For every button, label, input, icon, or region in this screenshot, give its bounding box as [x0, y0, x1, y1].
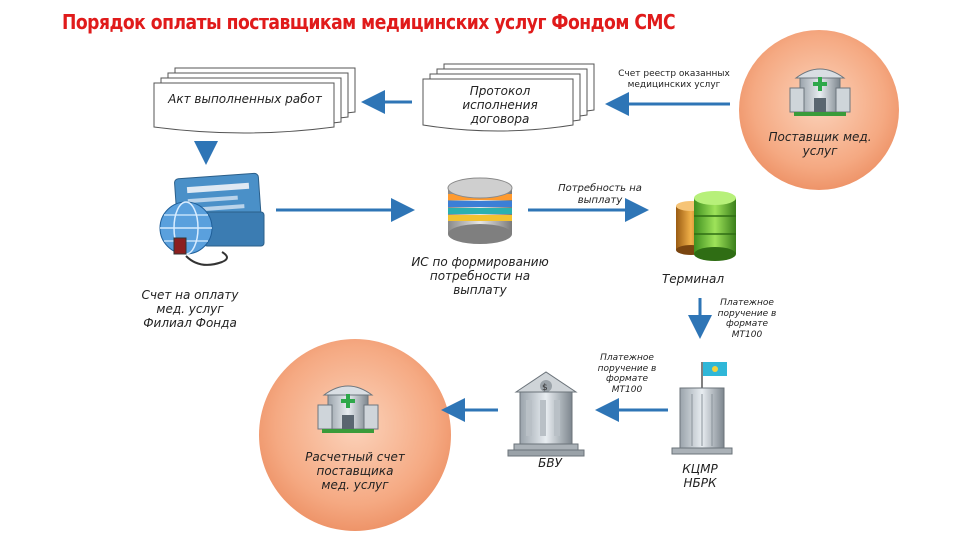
branch-invoice-line: Филиал Фонда — [143, 316, 237, 331]
is-system-line: выплату — [453, 283, 507, 298]
registry-line: медицинских услуг — [627, 79, 721, 90]
act-document-label: Акт выполненных работ — [168, 92, 322, 106]
settlement-account-label: Расчетный счет поставщика мед. услуг — [275, 450, 435, 492]
settlement-line: поставщика — [316, 464, 394, 479]
payment-order-2-label: Платежное поручение в формате МТ100 — [582, 353, 672, 395]
page-title: Порядок оплаты поставщикам медицинских у… — [62, 10, 676, 34]
card-globe-icon — [159, 172, 265, 266]
kcmr-line: НБРК — [683, 476, 717, 491]
bvu-label: БВУ — [538, 456, 562, 470]
kcmr-line: КЦМР — [682, 462, 718, 476]
terminal-servers-icon — [676, 191, 736, 261]
protocol-line: Протокол — [469, 84, 531, 98]
supplier-line: Поставщик мед. — [768, 130, 872, 144]
tower-building-flag-icon — [671, 362, 733, 455]
protocol-document-stack — [422, 63, 595, 132]
terminal-label: Терминал — [661, 272, 725, 286]
supplier-label: Поставщик мед. услуг — [750, 130, 890, 158]
payment-order-line: поручение в — [597, 363, 657, 374]
branch-invoice-label: Счет на оплату мед. услуг Филиал Фонда — [105, 288, 275, 330]
payment-order-line: МТ100 — [731, 329, 763, 340]
payment-order-line: формате — [606, 374, 648, 385]
supplier-line: услуг — [802, 144, 838, 159]
act-document-stack — [153, 67, 356, 134]
protocol-label: Протокол исполнения договора — [430, 84, 570, 126]
need-payment-label: Потребность на выплату — [530, 183, 670, 207]
kcmr-label: КЦМР НБРК — [650, 462, 750, 490]
branch-invoice-line: мед. услуг — [156, 302, 224, 317]
payment-order-line: МТ100 — [611, 384, 643, 395]
protocol-line: исполнения — [462, 98, 538, 113]
payment-order-line: поручение в — [717, 308, 777, 319]
payment-order-line: Платежное — [600, 353, 654, 363]
bank-icon: $ — [507, 371, 585, 457]
settlement-circle — [259, 339, 451, 531]
payment-order-1-label: Платежное поручение в формате МТ100 — [702, 298, 792, 340]
settlement-line: мед. услуг — [321, 478, 389, 493]
branch-invoice-line: Счет на оплату — [141, 288, 239, 302]
is-system-line: потребности на — [429, 269, 531, 284]
registry-note: Счет реестр оказанных медицинских услуг — [604, 69, 744, 91]
svg-text:$: $ — [542, 383, 548, 393]
registry-line: Счет реестр оказанных — [618, 69, 730, 79]
need-payment-line: Потребность на — [558, 183, 642, 194]
database-server-icon — [447, 177, 513, 244]
hospital-building-icon — [789, 68, 851, 116]
protocol-line: договора — [470, 112, 530, 127]
settlement-line: Расчетный счет — [305, 450, 405, 464]
need-payment-line: выплату — [577, 194, 623, 206]
payment-order-line: формате — [726, 319, 768, 330]
payment-order-line: Платежное — [720, 298, 774, 308]
is-system-label: ИС по формированию потребности на выплат… — [390, 255, 570, 297]
hospital-building-icon — [317, 385, 379, 433]
is-system-line: ИС по формированию — [411, 255, 549, 269]
